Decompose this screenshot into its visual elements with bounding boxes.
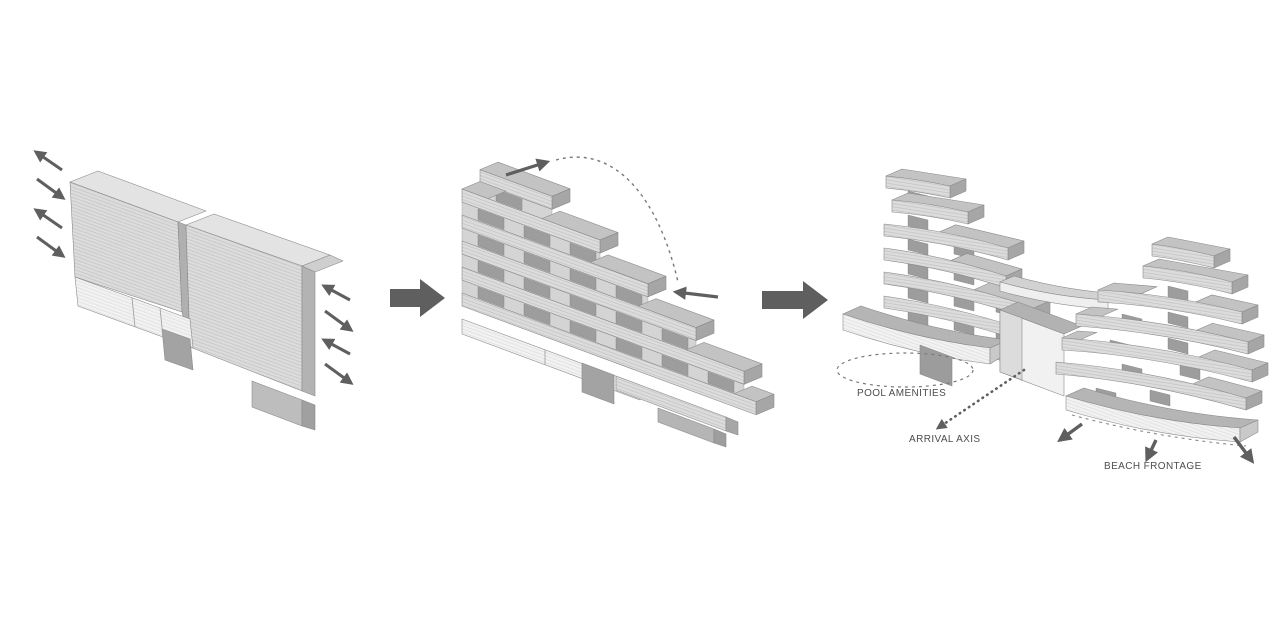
stage-3-curved-massing xyxy=(842,168,1269,443)
stage-1-solid-slab-massing xyxy=(69,170,344,431)
transition-arrow-1 xyxy=(390,279,445,317)
beach-frontage-label: BEACH FRONTAGE xyxy=(1104,461,1202,472)
arrival-axis-label: ARRIVAL AXIS xyxy=(909,434,981,445)
stage-3-annotations xyxy=(836,352,1255,464)
stage-1-shift-arrows-right xyxy=(321,284,354,385)
pool-amenities-label: POOL AMENITIES xyxy=(857,388,947,399)
transition-arrow-2 xyxy=(762,281,828,319)
stage-2-relocation-arc xyxy=(505,156,719,300)
stage-2-stacked-bars-massing xyxy=(461,161,775,448)
stage-1-shift-arrows-left xyxy=(33,150,66,258)
